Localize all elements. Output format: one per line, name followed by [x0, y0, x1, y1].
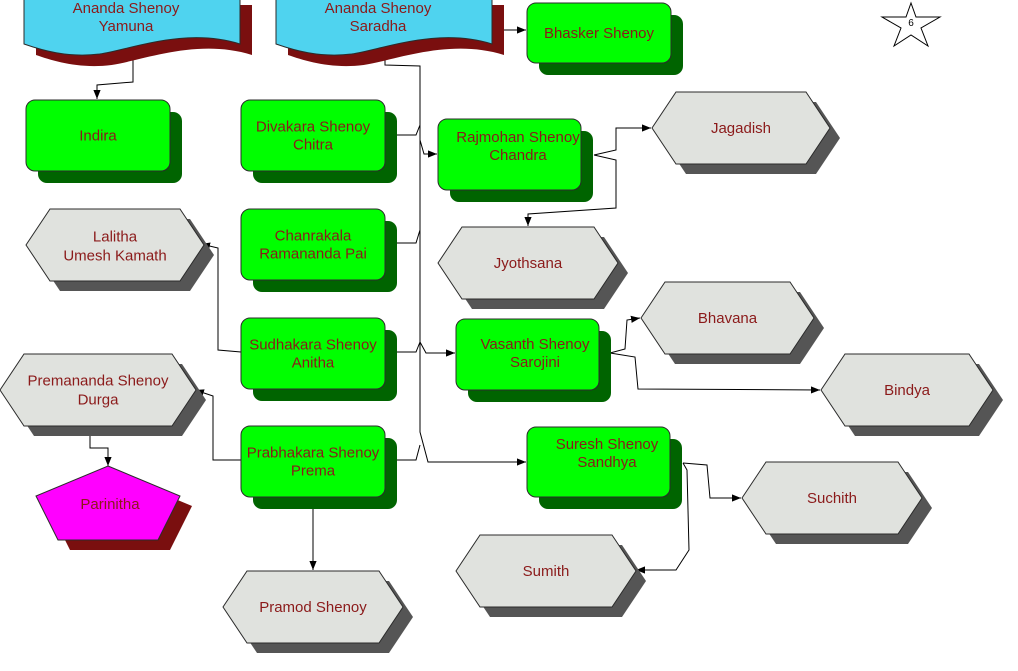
sudhakara-box — [240, 317, 386, 390]
prabhakara-label-1: Prema — [291, 463, 336, 480]
connector-suresh-suchith — [682, 462, 741, 502]
node-parinitha[interactable]: Parinitha — [35, 465, 192, 550]
connector-rajmohan-jagadish — [593, 124, 651, 156]
jagadish-label-0: Jagadish — [711, 120, 771, 137]
parinitha-label-0: Parinitha — [80, 496, 140, 513]
connector-sudhakara-lalitha — [200, 242, 242, 353]
chanrakala-label-0: Chanrakala — [275, 228, 352, 245]
lalitha-label-0: Lalitha — [93, 229, 138, 246]
node-sumith[interactable]: Sumith — [455, 534, 646, 617]
pramod-hexagon — [222, 570, 404, 644]
connector-rajmohan-jyothsana — [524, 154, 617, 226]
node-suchith[interactable]: Suchith — [741, 461, 932, 544]
divakara-label-1: Chitra — [293, 137, 334, 154]
node-bhavana[interactable]: Bhavana — [640, 281, 824, 364]
indira-label-0: Indira — [79, 128, 117, 145]
jagadish-hexagon — [651, 91, 831, 165]
suresh-label-1: Sandhya — [577, 454, 637, 471]
sumith-label-0: Sumith — [523, 563, 570, 580]
chanrakala-box — [240, 208, 386, 281]
connector-saradha-trunk — [384, 55, 526, 466]
sudhakara-label-1: Anitha — [292, 355, 335, 372]
node-bindya[interactable]: Bindya — [820, 353, 1003, 436]
suresh-box — [526, 426, 671, 498]
yamuna-label-1: Yamuna — [99, 18, 154, 35]
suresh-label-0: Suresh Shenoy — [556, 436, 659, 453]
node-indira[interactable]: Indira — [25, 99, 182, 183]
connector-premananda-parinitha — [89, 428, 112, 466]
rajmohan-label-0: Rajmohan Shenoy — [456, 129, 580, 146]
divakara-label-0: Divakara Shenoy — [256, 119, 371, 136]
sumith-hexagon — [455, 534, 637, 608]
jyothsana-label-0: Jyothsana — [494, 255, 563, 272]
lalitha-hexagon — [25, 208, 205, 282]
rajmohan-label-1: Chandra — [489, 147, 547, 164]
saradha-label-0: Ananda Shenoy — [325, 0, 432, 17]
connector-suresh-sumith — [636, 462, 690, 574]
premananda-label-1: Durga — [78, 392, 120, 409]
lalitha-label-1: Umesh Kamath — [63, 248, 166, 265]
node-bhasker[interactable]: Bhasker Shenoy — [526, 2, 683, 75]
yamuna-banner — [23, 0, 241, 56]
connector-yamuna-indira — [93, 55, 134, 99]
connector-to-rajmohan — [419, 139, 437, 158]
connector-vasanth-bindya — [609, 352, 821, 394]
saradha-label-1: Saradha — [350, 18, 407, 35]
jyothsana-hexagon — [437, 226, 619, 300]
premananda-label-0: Premananda Shenoy — [28, 373, 169, 390]
bindya-hexagon — [820, 353, 994, 427]
vasanth-label-0: Vasanth Shenoy — [481, 336, 590, 353]
indira-box — [25, 99, 171, 172]
chanrakala-label-1: Ramananda Pai — [259, 246, 367, 263]
rajmohan-box — [437, 118, 582, 191]
sudhakara-label-0: Sudhakara Shenoy — [249, 337, 377, 354]
divakara-box — [240, 99, 386, 172]
connector-to-vasanth — [419, 341, 455, 357]
node-pramod[interactable]: Pramod Shenoy — [222, 570, 413, 653]
vasanth-label-1: Sarojini — [510, 354, 560, 371]
vasanth-box — [455, 318, 600, 391]
suchith-label-0: Suchith — [807, 490, 857, 507]
pramod-label-0: Pramod Shenoy — [259, 599, 367, 616]
connector-vasanth-bhavana — [609, 315, 641, 354]
yamuna-label-0: Ananda Shenoy — [73, 0, 180, 17]
prabhakara-label-0: Prabhakara Shenoy — [247, 445, 380, 462]
bindya-label-0: Bindya — [884, 382, 931, 399]
page-number: 6 — [908, 18, 914, 29]
parinitha-pentagon — [35, 465, 181, 541]
saradha-banner — [275, 0, 493, 56]
premananda-hexagon — [0, 353, 197, 427]
bhavana-label-0: Bhavana — [698, 310, 758, 327]
bhasker-box — [526, 2, 672, 64]
node-jyothsana[interactable]: Jyothsana — [437, 226, 628, 309]
suchith-hexagon — [741, 461, 923, 535]
node-jagadish[interactable]: Jagadish — [651, 91, 840, 174]
bhasker-label-0: Bhasker Shenoy — [544, 25, 655, 42]
connector-lines — [89, 26, 821, 574]
page-number-star: 6 — [880, 1, 942, 48]
bhavana-hexagon — [640, 281, 815, 355]
prabhakara-box — [240, 425, 386, 498]
connector-prabhakara-premananda — [194, 389, 241, 461]
